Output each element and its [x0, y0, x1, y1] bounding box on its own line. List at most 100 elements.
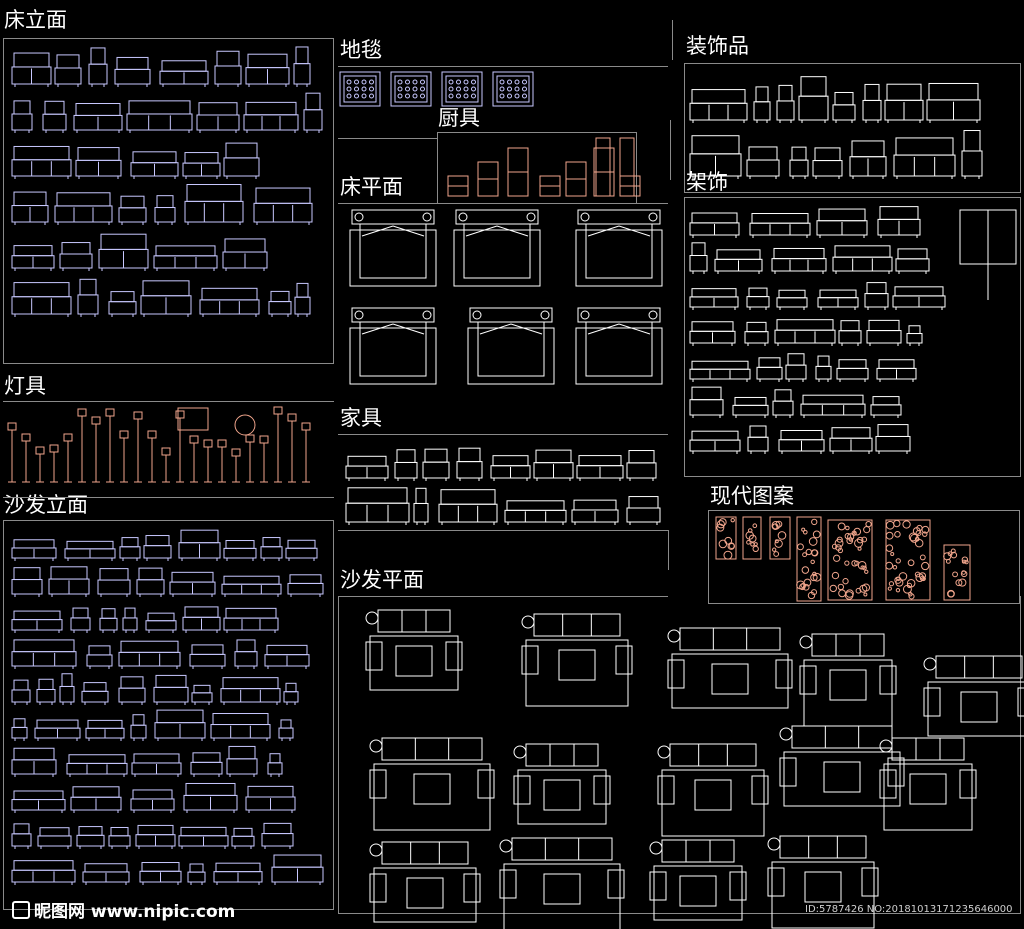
sofa-elevation-drawing-back — [138, 567, 163, 581]
sofa-plan-armchair — [729, 871, 747, 901]
sofa-elevation-drawing-back — [180, 826, 227, 837]
pattern-motif — [890, 551, 895, 557]
sofa-plan-armchair — [365, 641, 383, 671]
pattern-motif — [888, 581, 895, 587]
sofa-plan-armchair — [649, 871, 667, 901]
pattern-motif — [947, 590, 955, 598]
carpet-pattern — [405, 86, 410, 92]
sofa-elevation-drawing-back — [223, 575, 280, 585]
sofa-plan-table — [909, 773, 947, 805]
pattern-motif — [802, 552, 808, 558]
sofa-elevation-drawing — [136, 579, 165, 595]
pattern-motif — [844, 560, 850, 566]
bed-plan-lamp — [580, 310, 590, 320]
carpet-pattern — [471, 93, 476, 99]
carpet-pattern — [361, 79, 367, 85]
sofa-elevation-drawing — [36, 688, 56, 703]
decor-drawing-back — [963, 130, 981, 152]
shelf-drawing — [836, 367, 869, 380]
shelf-drawing — [906, 333, 923, 344]
bed-elevation-drawing — [54, 67, 82, 85]
decor-drawing — [776, 100, 795, 121]
sofa-elevation-drawing-back — [13, 539, 55, 549]
shelf-drawing-back — [748, 287, 768, 298]
sofa-plan-sofa — [791, 725, 893, 749]
pattern-motif — [885, 561, 894, 570]
lamp-chandelier — [234, 414, 256, 436]
bed-elevation-drawing-back — [270, 290, 290, 303]
sofa-elevation-drawing-back — [13, 679, 29, 691]
carpet-pattern — [499, 93, 505, 99]
pattern-motif — [947, 551, 953, 557]
shelf-drawing — [756, 366, 783, 380]
pattern-motif — [805, 548, 812, 556]
sofa-plan-armchair — [861, 867, 879, 897]
bed-plan-lamp — [422, 212, 432, 222]
shelf-drawing-back — [868, 319, 900, 332]
furniture-drawing-back — [347, 487, 408, 504]
pattern-motif — [865, 521, 872, 528]
bed-plan-mattress — [585, 321, 653, 377]
bed-plan-lamp — [526, 212, 536, 222]
shelf-drawing-back — [819, 289, 857, 299]
section-title-modern-pattern: 现代图案 — [710, 484, 794, 508]
pattern-motif — [853, 527, 862, 536]
shelf-drawing — [870, 404, 902, 416]
kitchen-tall-unit — [595, 137, 611, 197]
pattern-motif — [895, 588, 901, 593]
sofa-elevation-drawing — [285, 547, 318, 559]
shelf-drawing — [746, 296, 770, 308]
sofa-plan-armchair — [463, 873, 481, 903]
shelf-drawing-back — [716, 249, 761, 260]
sofa-plan-armchair — [799, 665, 817, 695]
shelf-drawing-back — [879, 206, 919, 220]
sofa-plan-rug — [517, 769, 607, 825]
sofa-elevation-drawing-back — [285, 682, 297, 693]
sofa-elevation-drawing-back — [83, 682, 107, 692]
sofa-elevation-drawing-back — [110, 826, 129, 837]
bed-elevation-drawing-back — [128, 100, 191, 115]
sofa-elevation-drawing-back — [262, 537, 281, 548]
shelf-drawing-back — [780, 429, 823, 441]
sofa-plan-sofa — [381, 841, 469, 865]
shelf-drawing — [747, 436, 769, 452]
sofa-elevation-drawing-back — [66, 540, 114, 550]
carpet-pattern — [369, 93, 374, 99]
pattern-panel — [943, 544, 971, 601]
sofa-plan-armchair — [751, 775, 769, 805]
shelf-drawing-back — [878, 359, 915, 369]
shelf-drawing — [689, 255, 708, 272]
decor-drawing-back — [814, 147, 841, 162]
pattern-motif — [838, 589, 846, 598]
sofa-plan-armchair — [445, 641, 463, 671]
carpet-pattern — [448, 79, 454, 85]
sofa-plan-lamp — [879, 739, 893, 753]
section-title-sofa-elevation: 沙发立面 — [4, 493, 88, 517]
decor-drawing — [812, 160, 843, 177]
bed-plan-rug — [453, 229, 541, 287]
carpet-pattern — [522, 79, 527, 85]
shelf-drawing — [774, 329, 836, 344]
carpet-tile-inner — [394, 75, 428, 103]
carpet-pattern — [522, 93, 527, 99]
lamp-shade — [105, 408, 115, 417]
sofa-elevation-drawing-back — [133, 753, 180, 764]
kitchen-vrule — [670, 120, 671, 180]
sofa-elevation-drawing-back — [132, 714, 145, 726]
sofa-plan-rug — [771, 861, 875, 929]
sofa-elevation-drawing-back — [101, 608, 116, 619]
shelf-drawing-back — [877, 424, 909, 437]
sofa-elevation-drawing — [226, 758, 258, 775]
bed-elevation-drawing — [214, 65, 242, 85]
bed-plan-pillow — [587, 323, 620, 335]
bed-plan-mattress — [477, 321, 545, 377]
sofa-plan-armchair — [513, 775, 531, 805]
bed-elevation-drawing-back — [75, 103, 121, 116]
lamp-shade — [259, 435, 269, 444]
sofa-plan-sofa — [811, 633, 885, 657]
sofa-plan-lamp — [779, 727, 793, 741]
kitchen-rule — [338, 138, 438, 139]
sofa-plan-rug — [373, 763, 491, 831]
pattern-motif — [810, 559, 815, 565]
